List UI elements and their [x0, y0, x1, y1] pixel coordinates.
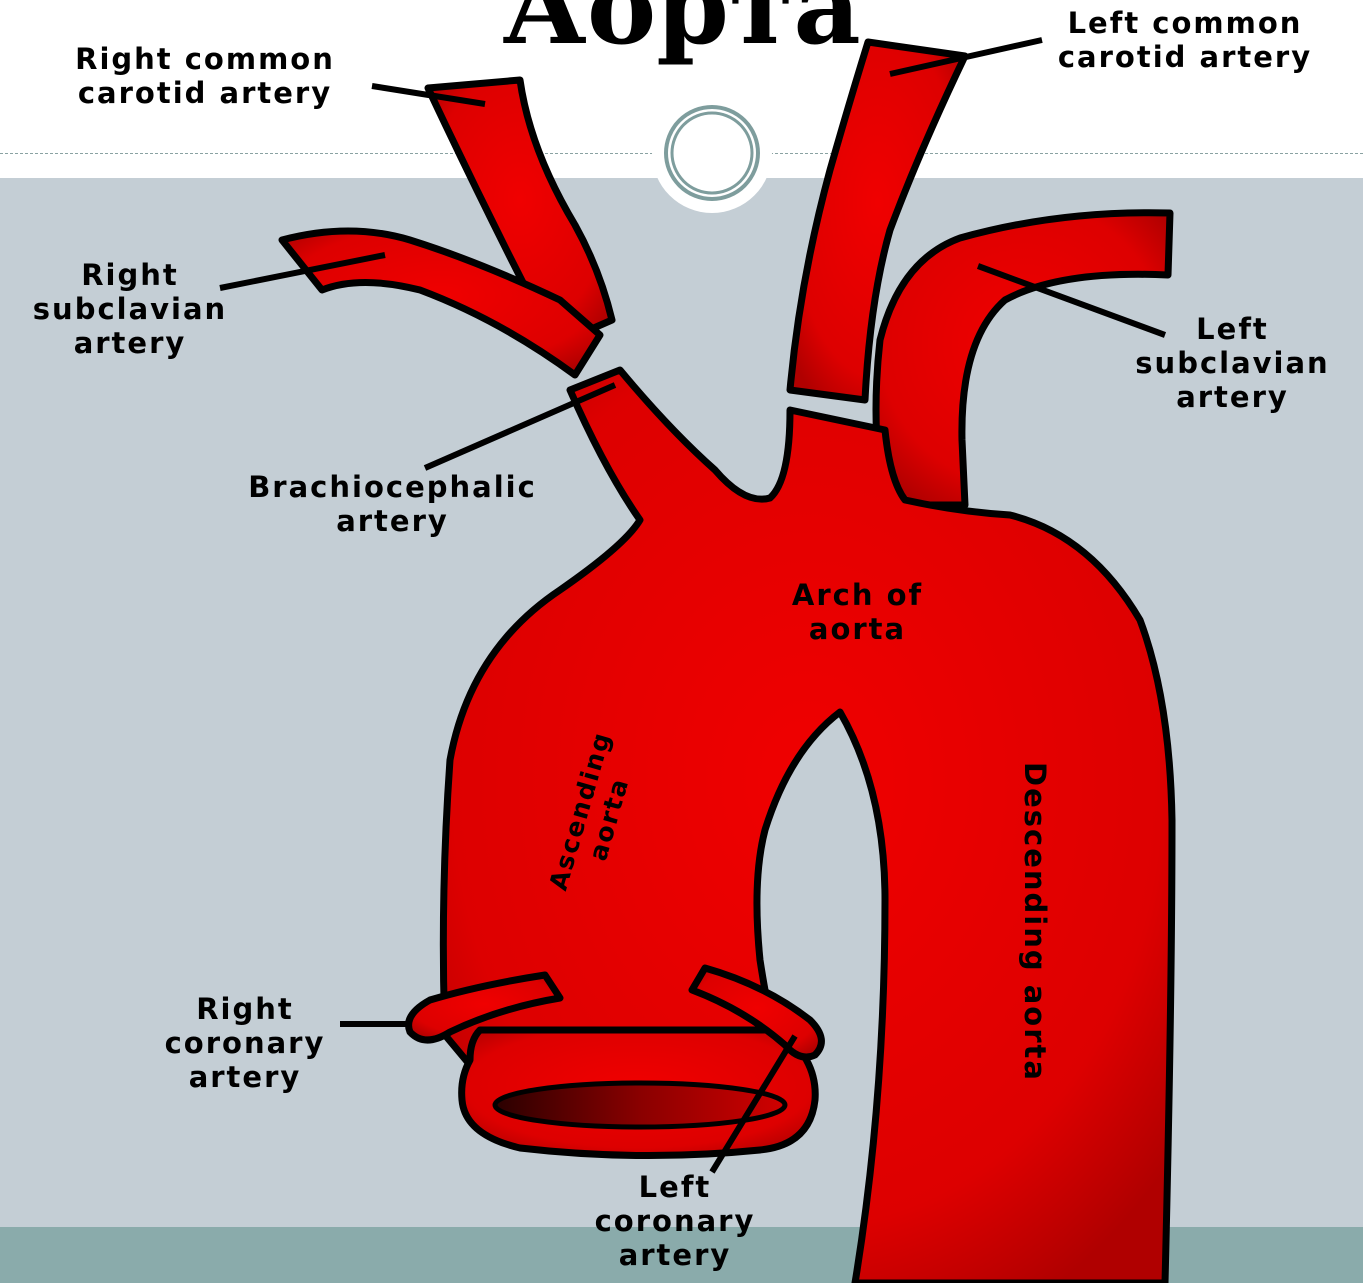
label-line: Right common	[40, 42, 370, 76]
label-line: artery	[5, 326, 255, 360]
label-right-coronary: Right coronary artery	[140, 992, 350, 1094]
label-line: aorta	[740, 612, 975, 646]
label-line: carotid artery	[1035, 40, 1335, 74]
label-line: subclavian	[5, 292, 255, 326]
label-left-subclavian: Left subclavian artery	[1105, 312, 1360, 414]
label-line: Left common	[1035, 6, 1335, 40]
label-line: artery	[570, 1238, 780, 1272]
label-left-coronary: Left coronary artery	[570, 1170, 780, 1272]
label-line: Arch of	[740, 578, 975, 612]
label-line: Brachiocephalic	[200, 470, 585, 504]
label-right-common-carotid: Right common carotid artery	[40, 42, 370, 110]
label-line: Descending aorta	[1018, 762, 1052, 1062]
label-line: artery	[200, 504, 585, 538]
label-descending-aorta: Descending aorta	[1018, 762, 1052, 1062]
label-line: artery	[140, 1060, 350, 1094]
label-line: coronary	[570, 1204, 780, 1238]
label-brachiocephalic: Brachiocephalic artery	[200, 470, 585, 538]
label-line: Left	[570, 1170, 780, 1204]
label-right-subclavian: Right subclavian artery	[5, 258, 255, 360]
label-line: Left	[1105, 312, 1360, 346]
label-line: carotid artery	[40, 76, 370, 110]
label-line: subclavian	[1105, 346, 1360, 380]
label-line: Right	[140, 992, 350, 1026]
slide-ornament-circle	[652, 93, 772, 213]
label-arch-of-aorta: Arch of aorta	[740, 578, 975, 646]
label-line: Right	[5, 258, 255, 292]
label-line: artery	[1105, 380, 1360, 414]
label-left-common-carotid: Left common carotid artery	[1035, 6, 1335, 74]
label-line: coronary	[140, 1026, 350, 1060]
